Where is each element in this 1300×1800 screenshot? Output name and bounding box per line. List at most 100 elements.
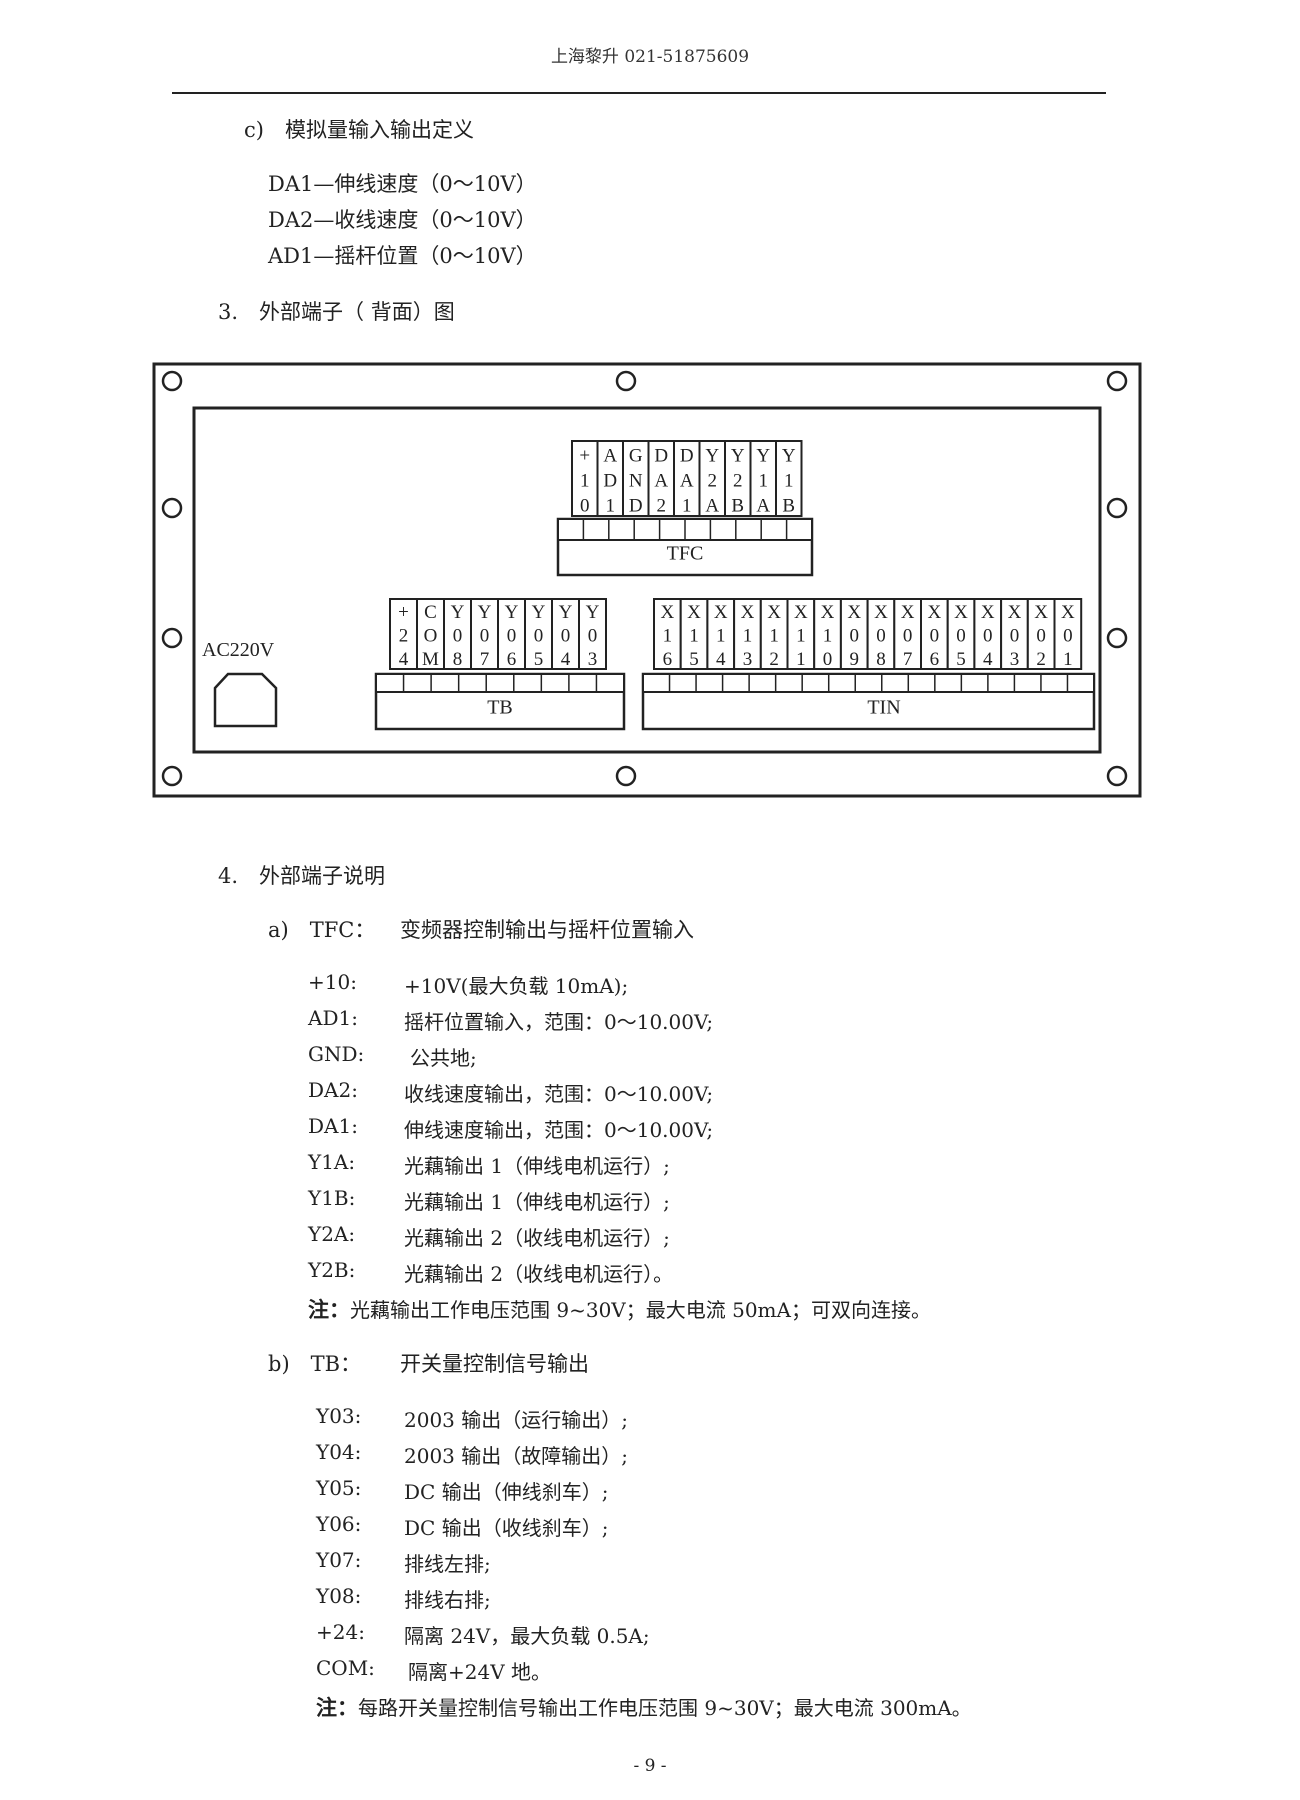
tfc-terminal	[724, 440, 752, 517]
mounting-hole	[1106, 370, 1128, 392]
tin-terminal-label: X	[847, 602, 861, 623]
mounting-hole	[161, 497, 183, 519]
tb-terminal	[551, 598, 580, 670]
tb-terminal	[524, 598, 553, 670]
tfc-terminal-label: A	[603, 446, 617, 467]
tin-label: TIN	[867, 697, 900, 719]
tb-terminal-label: Y	[505, 602, 519, 623]
tb-terminal-label: 0	[561, 625, 571, 646]
tfc-terminal-label: N	[629, 471, 643, 492]
tfc-terminal-label: Y	[731, 446, 745, 467]
tfc-terminal-label: G	[629, 446, 643, 467]
tfc-note: 注：光藕输出工作电压范围 9~30V；最大电流 50mA；可双向连接。	[308, 1294, 931, 1324]
tin-terminal-label: 0	[850, 625, 860, 646]
tb-item-value: 2003 输出（故障输出）;	[404, 1444, 628, 1468]
tb-item-key: Y03:	[316, 1404, 362, 1428]
tin-terminal-label: 4	[983, 649, 993, 670]
tin-terminal-label: 1	[689, 625, 699, 646]
tfc-item-key: AD1:	[308, 1006, 358, 1030]
tfc-terminal-label: A	[680, 471, 694, 492]
tin-terminal-label: X	[767, 602, 781, 623]
tin-terminal-label: 6	[663, 649, 673, 670]
tin-terminal-label: X	[687, 602, 701, 623]
tin-terminal	[813, 598, 842, 670]
tfc-section-label: a) TFC：	[268, 918, 376, 942]
tb-terminal-label: 8	[453, 649, 463, 670]
tin-terminal-label: 1	[1063, 649, 1073, 670]
tin-terminal	[866, 598, 896, 670]
tfc-item-key: Y2A:	[308, 1222, 356, 1246]
tfc-terminal-label: +	[579, 446, 590, 467]
tfc-item-key: +10:	[308, 970, 357, 994]
tfc-item-key: DA1:	[308, 1114, 358, 1138]
tfc-item-key: Y1B:	[308, 1186, 356, 1210]
outer-panel	[152, 362, 1142, 798]
inner-panel	[192, 406, 1102, 754]
tfc-item-key: DA2:	[308, 1078, 358, 1102]
tb-terminal-label: O	[424, 625, 438, 646]
tin-terminal-label: X	[954, 602, 968, 623]
tb-item-value: 排线右排;	[404, 1588, 491, 1612]
tb-terminal-label: 5	[534, 649, 544, 670]
tb-terminal-label: Y	[478, 602, 492, 623]
tfc-item-value: 伸线速度输出，范围：0～10.00V;	[404, 1118, 714, 1142]
mounting-hole	[1106, 497, 1128, 519]
tfc-terminal-label: B	[782, 496, 795, 517]
tin-terminal-label: 0	[823, 649, 833, 670]
mounting-hole	[161, 765, 183, 787]
page-number: - 9 -	[633, 1756, 667, 1776]
tb-item-value: DC 输出（收线刹车）;	[404, 1516, 609, 1540]
tin-terminal-label: X	[741, 602, 755, 623]
tin-terminal-label: 1	[796, 649, 806, 670]
tin-terminal-label: 6	[930, 649, 940, 670]
mounting-hole	[161, 370, 183, 392]
sec-c-line: AD1—摇杆位置（0～10V）	[268, 244, 537, 268]
tb-terminal-label: 6	[507, 649, 517, 670]
tb-terminal-label: 0	[480, 625, 490, 646]
tin-terminal-label: 1	[823, 625, 833, 646]
tin-terminal	[653, 598, 682, 670]
mounting-holes	[161, 370, 1128, 787]
tin-terminal-label: 1	[743, 625, 753, 646]
tb-terminal-label: 0	[507, 625, 517, 646]
tin-terminal-label: 9	[850, 649, 860, 670]
page-header: 上海黎升 021-51875609	[550, 47, 750, 67]
tin-terminal-label: X	[901, 602, 915, 623]
tb-label: TB	[487, 697, 513, 719]
tfc-terminal-label: Y	[756, 446, 770, 467]
tfc-terminal-label: A	[654, 471, 668, 492]
tb-terminal-label: Y	[532, 602, 546, 623]
tfc-item-value: 摇杆位置输入，范围：0～10.00V;	[404, 1010, 714, 1034]
tfc-terminal-label: A	[756, 496, 770, 517]
tb-terminal-label: 4	[399, 649, 409, 670]
tb-terminal-label: Y	[586, 602, 600, 623]
tin-strip	[642, 673, 1095, 693]
tb-terminal	[416, 598, 445, 670]
mounting-hole	[1106, 627, 1128, 649]
tfc-terminal-label: 2	[708, 471, 718, 492]
header-rule	[172, 92, 1106, 94]
tin-terminal-label: X	[874, 602, 888, 623]
mounting-hole	[161, 627, 183, 649]
tb-terminal	[497, 598, 526, 670]
mounting-hole	[615, 370, 637, 392]
tfc-terminal-label: Y	[782, 446, 796, 467]
tb-item-key: Y08:	[316, 1584, 362, 1608]
section-4-title: 4. 外部端子说明	[218, 864, 386, 888]
tb-terminal-label: 0	[453, 625, 463, 646]
tb-item-key: Y05:	[316, 1476, 362, 1500]
tfc-terminal-label: 1	[759, 471, 769, 492]
tfc-terminal	[749, 440, 777, 517]
tb-item-key: Y04:	[316, 1440, 362, 1464]
tfc-terminal-label: Y	[705, 446, 719, 467]
tb-terminal-label: M	[422, 649, 439, 670]
tin-terminal	[1000, 598, 1029, 670]
tfc-terminal-label: B	[731, 496, 744, 517]
tin-terminal-label: 0	[1036, 625, 1046, 646]
tfc-note-text: 光藕输出工作电压范围 9~30V；最大电流 50mA；可双向连接。	[350, 1298, 931, 1322]
tb-section-desc: 开关量控制信号输出	[400, 1352, 589, 1376]
tb-note: 注：每路开关量控制信号输出工作电压范围 9~30V；最大电流 300mA。	[316, 1692, 972, 1722]
tin-terminal-label: 8	[876, 649, 886, 670]
